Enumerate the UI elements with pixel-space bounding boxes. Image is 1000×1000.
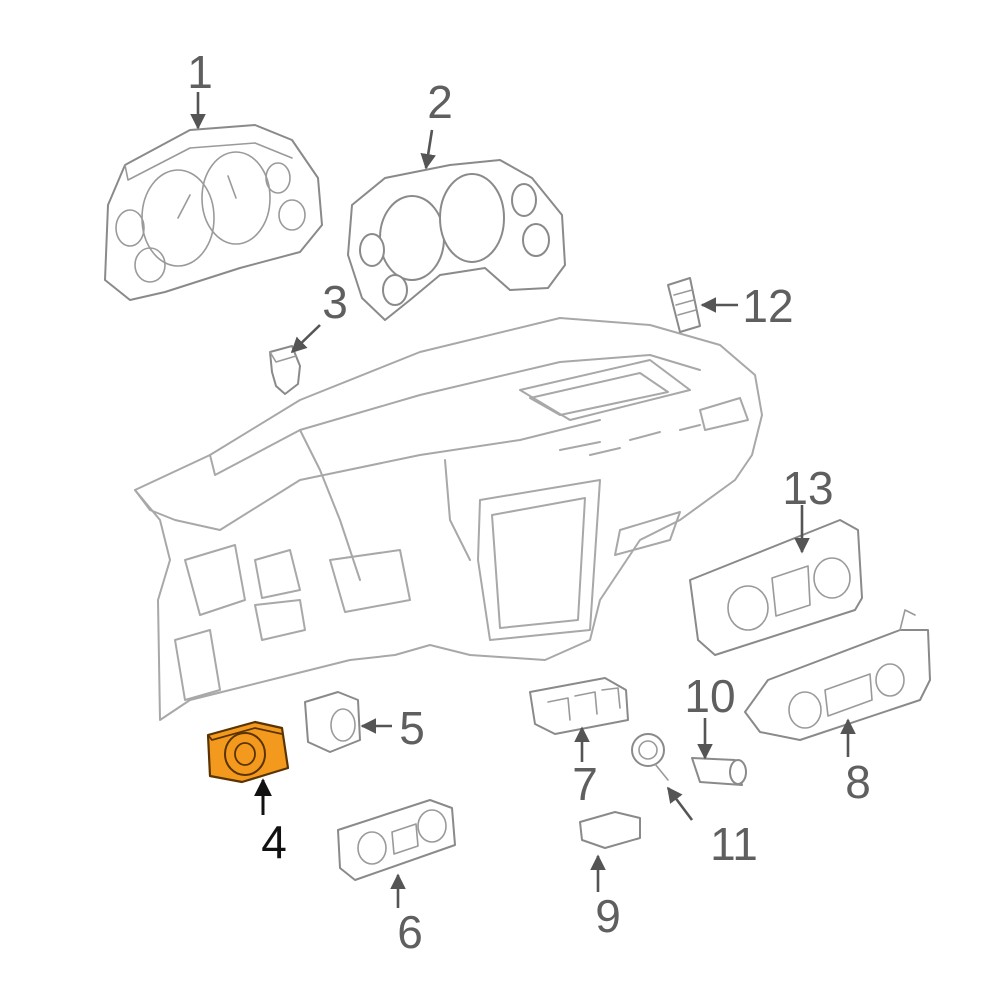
callout-9: 9: [595, 890, 621, 942]
part-3-socket: [269, 345, 301, 395]
leader-lines: [190, 92, 856, 908]
part-11-ring: [631, 733, 669, 781]
callout-1: 1: [187, 46, 213, 98]
callout-8: 8: [845, 756, 871, 808]
callout-4: 4: [261, 816, 287, 868]
callout-labels: 1 2 3 4 5 6 7 8 9 10 11 12 13: [187, 46, 871, 958]
instrument-panel: [134, 317, 763, 721]
callout-11: 11: [710, 818, 758, 870]
leader-11: [666, 786, 694, 821]
part-1-instrument-cluster: [104, 124, 323, 301]
part-10-cylinder: [691, 757, 747, 786]
callout-13: 13: [782, 462, 833, 514]
part-8-control-bezel: [744, 609, 931, 741]
leader-2: [420, 129, 436, 170]
callout-3: 3: [322, 276, 348, 328]
callout-2: 2: [427, 76, 453, 128]
callout-10: 10: [684, 670, 735, 722]
part-2-cluster-bezel: [347, 159, 566, 321]
part-12-switch: [667, 277, 701, 333]
callout-12: 12: [742, 280, 793, 332]
part-6-switch-bank: [337, 799, 456, 881]
callout-5: 5: [399, 702, 425, 754]
callout-7: 7: [572, 758, 598, 810]
callout-6: 6: [397, 906, 423, 958]
part-13-hvac-panel: [689, 519, 863, 656]
leader-3: [290, 324, 321, 354]
part-4-headlamp-switch: [206, 720, 290, 784]
part-7-button-assembly: [529, 677, 629, 735]
part-9-button: [579, 811, 641, 849]
part-5-switch: [304, 691, 361, 753]
